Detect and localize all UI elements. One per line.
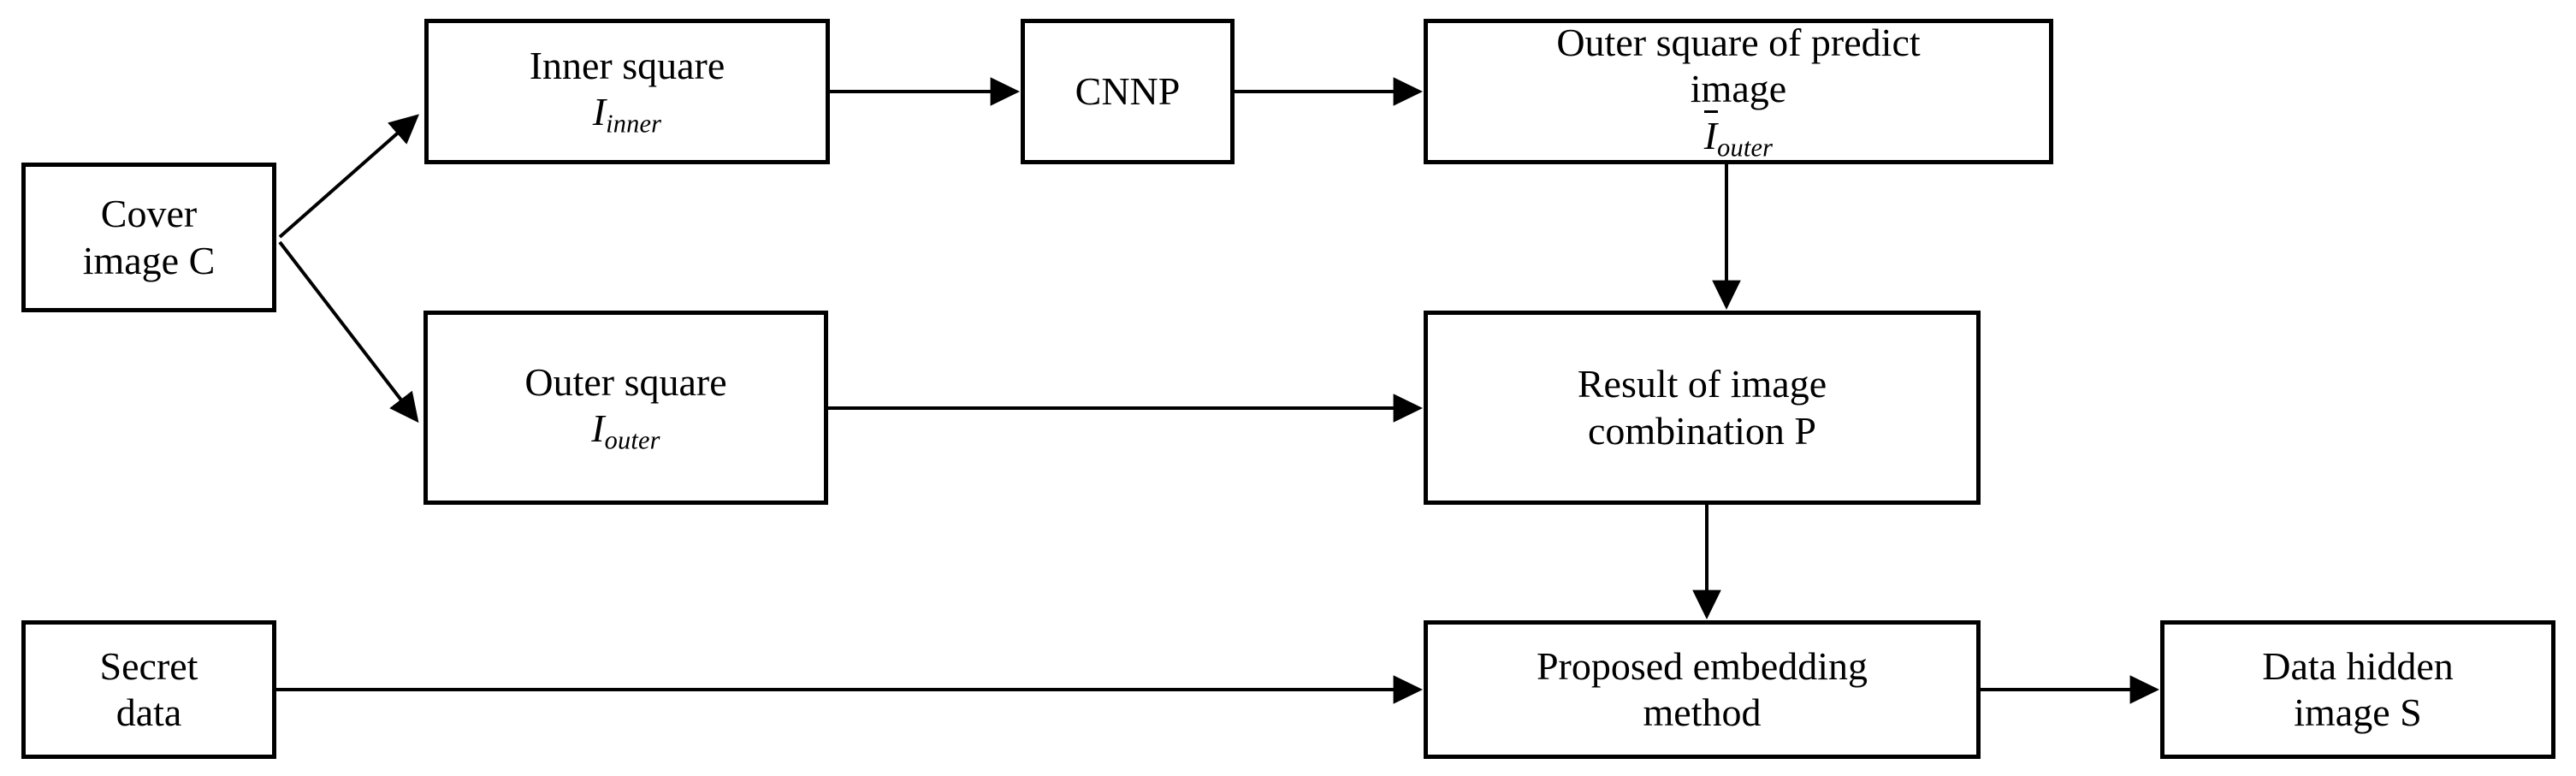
node-image-combination: Result of image combination P [1424, 311, 1981, 505]
node-data-hidden-image: Data hidden image S [2160, 620, 2555, 759]
node-predict-outer-square-label: Outer square of predict image Iouter [1556, 21, 1921, 163]
node-secret-data-label: Secret data [99, 643, 198, 734]
node-secret-data: Secret data [21, 620, 276, 759]
node-cover-image: Cover image C [21, 163, 276, 312]
node-cover-image-label: Cover image C [82, 192, 216, 282]
node-inner-square-symbol: Iinner [592, 90, 662, 139]
edge-cover-to-outer [278, 240, 419, 424]
node-predict-outer-square-symbol: Iouter [1703, 110, 1774, 163]
node-outer-square-symbol: Iouter [591, 406, 660, 455]
node-outer-square: Outer square Iouter [423, 311, 828, 505]
edge-cover-to-inner [278, 114, 420, 239]
node-inner-square: Inner square Iinner [424, 19, 830, 164]
node-cnnp: CNNP [1021, 19, 1235, 164]
node-proposed-embedding-method: Proposed embedding method [1424, 620, 1981, 759]
node-inner-square-label: Inner square Iinner [529, 44, 725, 139]
node-image-combination-label: Result of image combination P [1577, 362, 1827, 453]
node-data-hidden-image-label: Data hidden image S [2262, 643, 2454, 734]
node-cnnp-label: CNNP [1075, 68, 1181, 113]
node-predict-outer-square: Outer square of predict image Iouter [1424, 19, 2053, 164]
node-outer-square-label: Outer square Iouter [524, 359, 727, 455]
node-proposed-embedding-method-label: Proposed embedding method [1536, 643, 1868, 734]
